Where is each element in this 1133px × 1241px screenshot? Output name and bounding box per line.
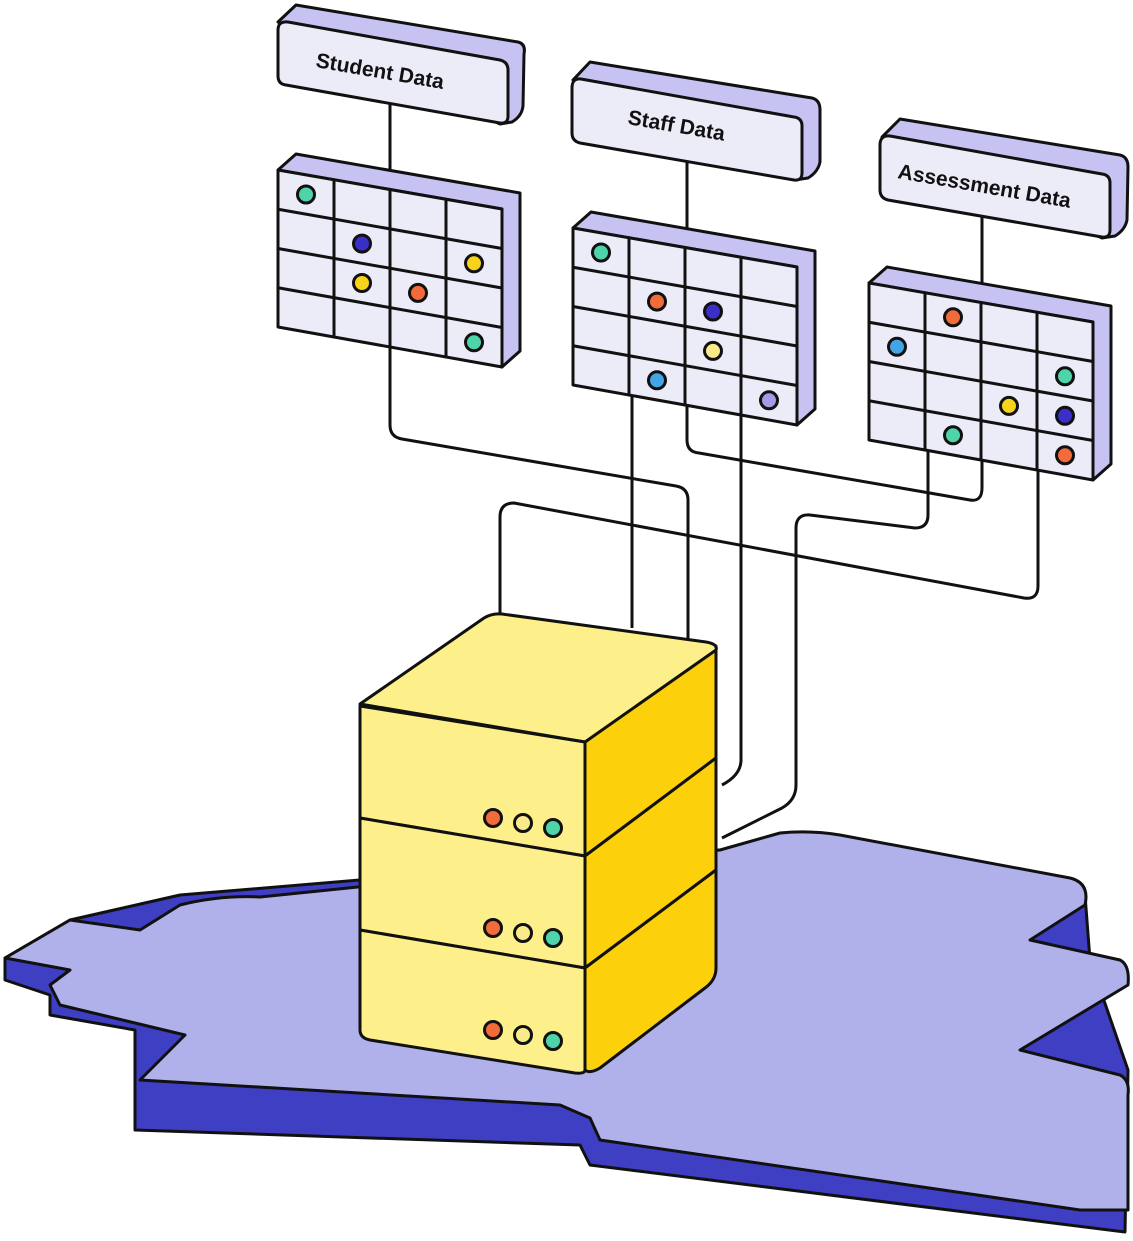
- data-dot: [1055, 405, 1075, 426]
- data-dot: [703, 340, 723, 361]
- status-light-green: [543, 928, 563, 948]
- data-dot: [591, 242, 611, 263]
- grid-row-line: [571, 305, 799, 348]
- server-unit-2-lights: [483, 918, 563, 948]
- label-student: Student Data: [276, 3, 526, 126]
- wire-assessment-to-server: [721, 450, 930, 840]
- data-dot: [464, 332, 484, 353]
- status-light-yellow: [513, 813, 533, 833]
- grid-student: [276, 152, 522, 369]
- data-dot: [352, 273, 372, 293]
- data-dot: [464, 253, 484, 274]
- status-light-orange: [483, 1020, 503, 1040]
- grid-row-line: [276, 286, 504, 329]
- label-assessment: Assessment Data: [878, 117, 1130, 240]
- wire-server-to-assessment: [498, 420, 1040, 615]
- data-dot: [296, 184, 316, 205]
- status-light-orange: [483, 918, 503, 938]
- server-side-bottom: [583, 868, 718, 1074]
- status-light-green: [543, 818, 563, 838]
- label-staff-face: [570, 77, 804, 182]
- data-dot: [1055, 366, 1075, 387]
- status-light-green: [543, 1031, 563, 1051]
- wire-staff-to-assessment: [685, 160, 984, 502]
- label-assessment-face: [878, 134, 1112, 239]
- label-staff: Staff Data: [570, 60, 822, 182]
- wire-student-to-server: [388, 100, 690, 640]
- grid-row-line: [867, 360, 1095, 403]
- grid-row-line: [276, 247, 504, 290]
- server-top-lid: [358, 612, 718, 744]
- label-student-face: [276, 20, 510, 125]
- server-stack: [358, 612, 718, 1075]
- status-light-yellow: [513, 923, 533, 943]
- data-dot: [647, 370, 667, 391]
- data-dot: [943, 425, 963, 446]
- status-light-yellow: [513, 1025, 533, 1045]
- wire-staff-col2-to-server: [721, 400, 743, 787]
- grid-staff: [571, 210, 817, 427]
- grid-row-line: [867, 399, 1095, 442]
- grid-row-line: [571, 344, 799, 387]
- data-grids: [276, 152, 1113, 482]
- data-dot: [703, 301, 723, 322]
- connector-wires: [388, 100, 1040, 840]
- data-dot: [759, 390, 779, 411]
- data-dot: [352, 233, 372, 254]
- grid-assessment: [867, 265, 1113, 482]
- data-dot: [943, 307, 963, 328]
- data-dot: [1055, 445, 1075, 466]
- server-unit-3-lights: [483, 1020, 563, 1051]
- data-dot: [408, 282, 428, 303]
- data-dot: [999, 395, 1019, 416]
- data-dot: [647, 291, 667, 312]
- data-dot: [887, 336, 907, 357]
- status-light-orange: [483, 808, 503, 828]
- server-unit-1-lights: [483, 808, 563, 838]
